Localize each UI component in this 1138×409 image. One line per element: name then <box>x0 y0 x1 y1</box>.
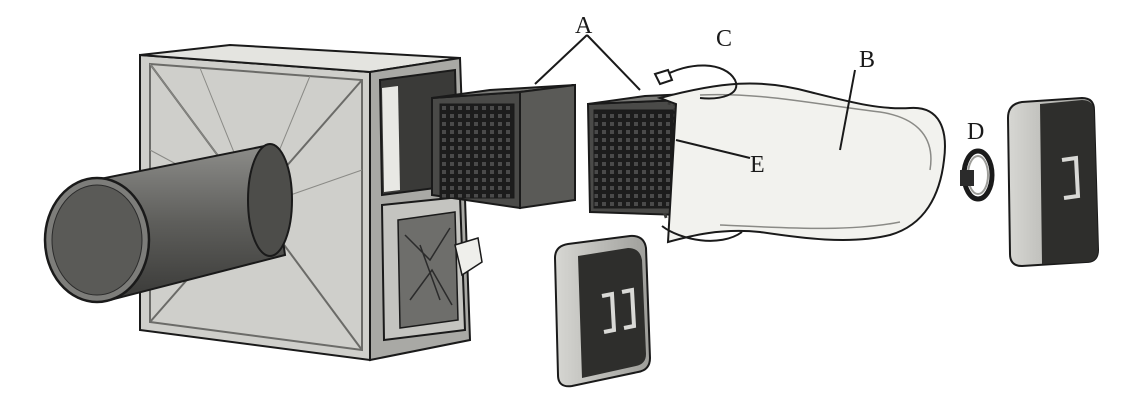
label-e: E <box>750 152 765 178</box>
label-a: A <box>575 13 593 39</box>
label-b: B <box>859 47 875 73</box>
end-cap-right <box>1006 96 1100 268</box>
filter-bag <box>656 82 946 244</box>
filter-cartridge-left <box>431 83 576 210</box>
lid-bottom <box>553 234 652 388</box>
clamp-ring <box>960 148 995 202</box>
round-duct <box>43 143 293 304</box>
label-c: C <box>716 26 732 52</box>
label-d: D <box>967 119 984 145</box>
leader-lines <box>534 34 856 159</box>
wire-strap <box>653 64 743 242</box>
